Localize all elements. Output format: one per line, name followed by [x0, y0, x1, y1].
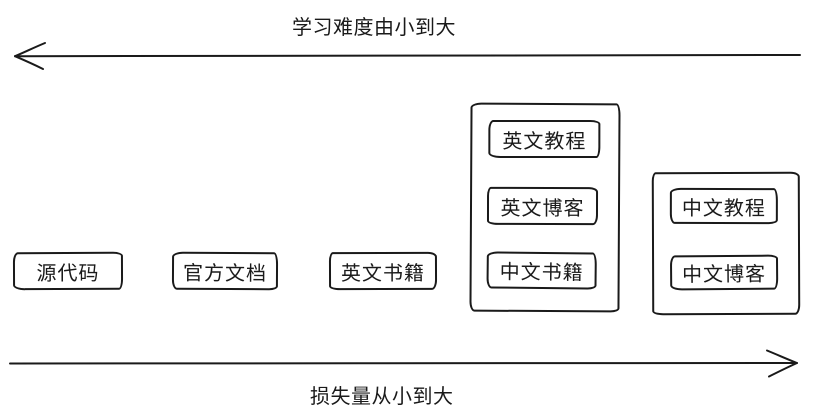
node-chinese-tutorials-label: 中文教程	[681, 197, 766, 220]
node-english-books: 英文书籍	[328, 251, 438, 291]
node-english-books-label: 英文书籍	[340, 262, 426, 285]
top-axis-label: 学习难度由小到大	[292, 17, 456, 39]
node-chinese-books-label: 中文书籍	[499, 261, 584, 285]
node-chinese-blogs: 中文博客	[669, 254, 779, 291]
bottom-axis-label: 损失量从小到大	[310, 386, 454, 408]
node-source-code: 源代码	[12, 251, 124, 291]
node-english-tutorials-label: 英文教程	[502, 130, 587, 153]
group-box-english-chinese: 英文教程 英文博客 中文书籍	[469, 102, 621, 313]
left-arrow-icon	[14, 42, 801, 70]
node-english-blogs: 英文博客	[486, 186, 599, 226]
node-official-docs-label: 官方文档	[182, 262, 268, 285]
node-official-docs: 官方文档	[171, 251, 279, 291]
node-chinese-tutorials: 中文教程	[669, 187, 778, 225]
node-english-tutorials: 英文教程	[488, 119, 601, 159]
node-source-code-label: 源代码	[36, 262, 100, 285]
node-chinese-blogs-label: 中文博客	[682, 263, 767, 287]
node-chinese-books: 中文书籍	[486, 251, 597, 290]
group-box-chinese: 中文教程 中文博客	[651, 171, 801, 316]
node-english-blogs-label: 英文博客	[500, 197, 585, 220]
right-arrow-icon	[9, 349, 798, 378]
